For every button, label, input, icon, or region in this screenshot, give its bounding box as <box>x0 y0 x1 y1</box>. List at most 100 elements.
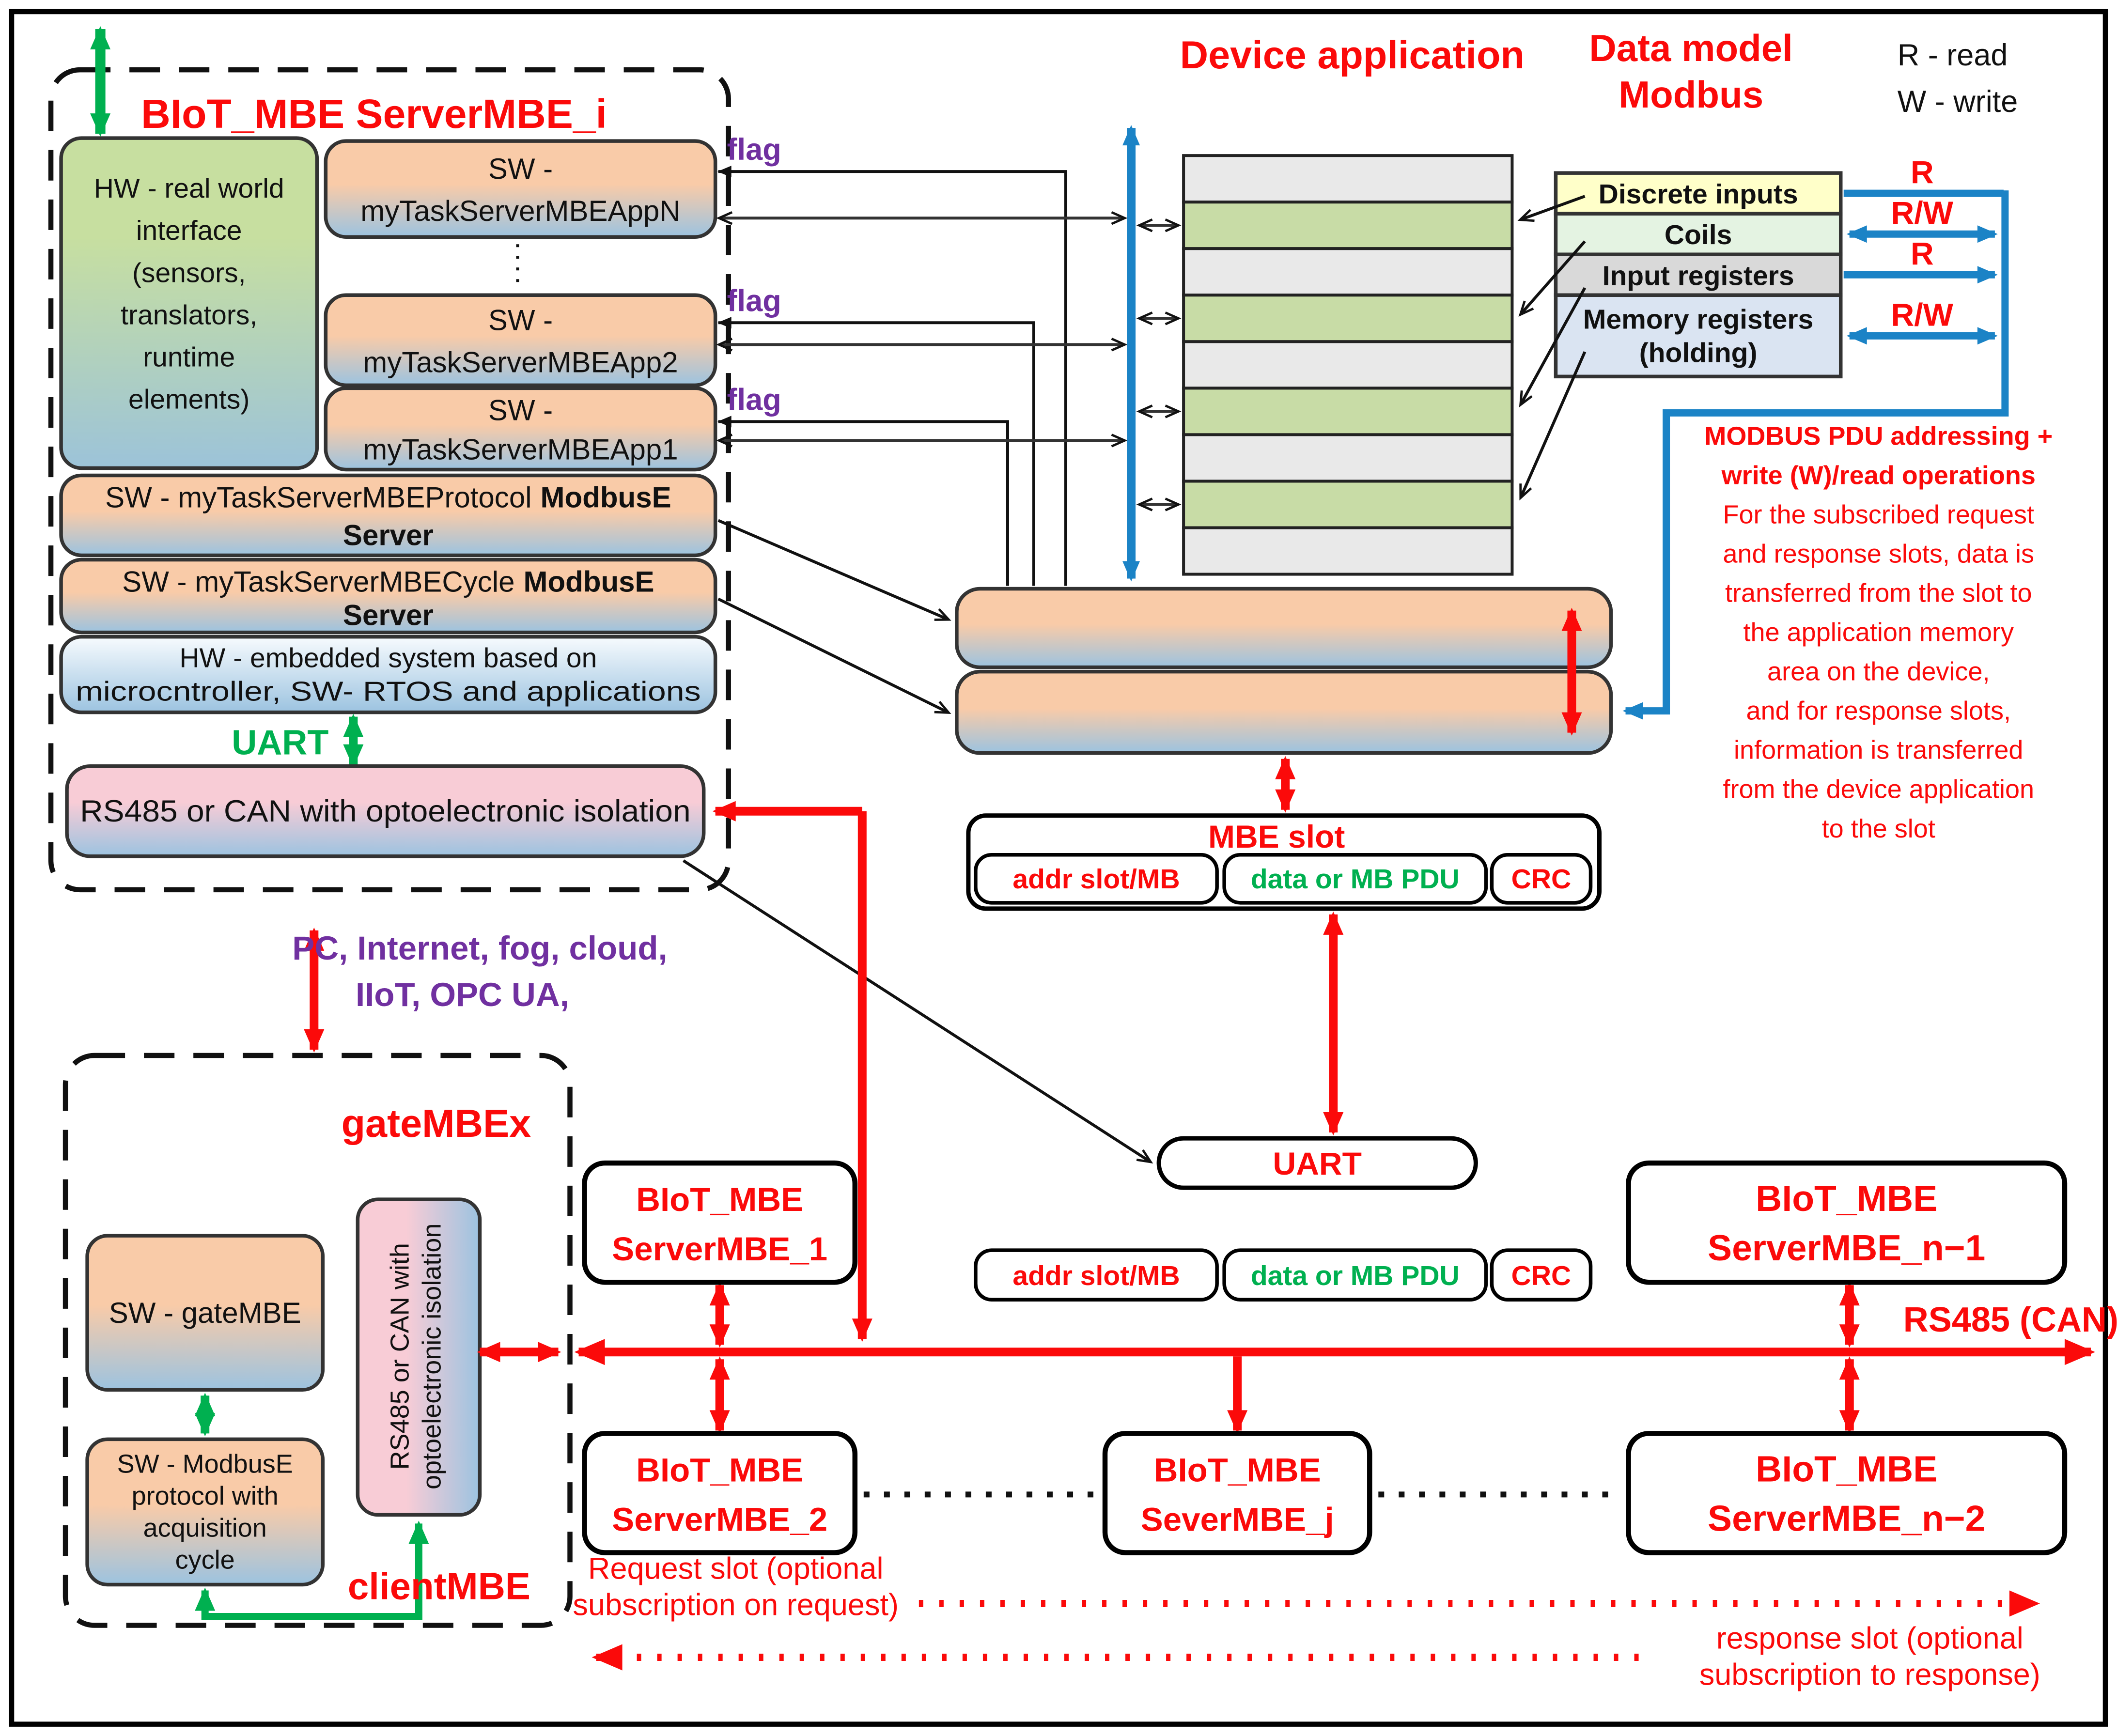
grid-row-arrows <box>1136 218 1182 512</box>
addr-slot-label: addr slot/MB <box>1012 864 1180 895</box>
server-mbe-i-dashed-border <box>48 67 731 893</box>
svg-text:write (W)/read operations: write (W)/read operations <box>1721 461 2036 490</box>
svg-text:protocol with: protocol with <box>132 1481 279 1510</box>
modbus-pdu-note: MODBUS PDU addressing + write (W)/read o… <box>1704 421 2053 843</box>
gatembex-dashed-border <box>62 1053 573 1628</box>
device-app-row <box>1182 247 1514 297</box>
server-mbe-2-line1: BIoT_MBE <box>636 1451 803 1488</box>
server-mbe-n2-line1: BIoT_MBE <box>1756 1448 1937 1489</box>
data-pdu-field <box>1222 853 1488 905</box>
response-slot-note-line1: response slot (optional <box>1716 1622 2024 1656</box>
svg-text:runtime: runtime <box>143 341 235 372</box>
app-2-line2: myTaskServerMBEApp2 <box>363 346 678 378</box>
cloud-label-line2: IIoT, OPC UA, <box>356 976 569 1013</box>
rs485-to-uart-arrow <box>683 859 1153 1164</box>
data-pdu-label: data or MB PDU <box>1251 864 1460 895</box>
client-loop-arrow <box>195 1520 429 1621</box>
device-app-row <box>1182 433 1514 483</box>
op-rw-memory: R/W <box>1891 296 1954 332</box>
mbe-slot-title: MBE slot <box>1208 819 1345 854</box>
protocol-to-slot-arrow <box>717 519 951 621</box>
svg-text:HW - real world: HW - real world <box>94 173 284 204</box>
addr-slot-label-2: addr slot/MB <box>1012 1260 1180 1291</box>
device-app-grid <box>1182 154 1514 576</box>
server-mbe-1-box <box>582 1160 858 1285</box>
server-mbe-j-box <box>1102 1431 1372 1555</box>
gate-rs485-label-line2: optoelectronic isolation <box>417 1224 446 1489</box>
device-app-row <box>1182 154 1514 204</box>
svg-text:acquisition: acquisition <box>143 1513 267 1542</box>
device-app-row <box>1182 201 1514 250</box>
flag-line-app-2 <box>717 317 1035 586</box>
crc-label: CRC <box>1511 864 1572 895</box>
input-registers-label: Input registers <box>1603 260 1794 291</box>
hw-real-world-box <box>59 136 319 470</box>
app-1-line1: SW - <box>488 394 553 426</box>
server-mbe-n2-line2: ServerMBE_n−2 <box>1708 1498 1985 1538</box>
coils-row <box>1554 212 1843 256</box>
embedded-line1: HW - embedded system based on <box>179 643 597 674</box>
server-mbe-n1-line2: ServerMBE_n−1 <box>1708 1227 1985 1268</box>
sw-gatembe-box <box>85 1234 325 1392</box>
coils-label: Coils <box>1665 219 1732 250</box>
svg-text:(sensors,: (sensors, <box>132 257 246 288</box>
legend-read: R - read <box>1898 38 2008 72</box>
data-model-title-line1: Data model <box>1589 27 1793 69</box>
hw-real-world-text: HW - real world interface (sensors, tran… <box>94 173 284 415</box>
server-mbe-2-line2: ServerMBE_2 <box>612 1501 827 1538</box>
svg-text:and for response slots,: and for response slots, <box>1746 697 2011 726</box>
svg-text:translators,: translators, <box>121 299 257 330</box>
server-mbe-n1-box <box>1626 1160 2068 1285</box>
embedded-line2: microcntroller, SW- RTOS and application… <box>76 676 701 707</box>
protocol-task-line2: Server <box>343 519 434 552</box>
modbus-access-arrows <box>1622 189 2009 720</box>
gatembex-container: PC, Internet, fog, cloud, IIoT, OPC UA, … <box>62 927 668 1628</box>
uart-mid-box <box>1156 1136 1478 1190</box>
device-app-row <box>1182 480 1514 529</box>
legend-write: W - write <box>1898 85 2018 119</box>
svg-text:MODBUS PDU addressing +: MODBUS PDU addressing + <box>1704 421 2053 450</box>
node-bus-arrows <box>709 1282 1860 1434</box>
memory-registers-row <box>1554 293 1843 379</box>
cycle-task-line2: Server <box>343 599 434 632</box>
data-pdu-field-2 <box>1222 1248 1488 1302</box>
model-to-grid-arrows <box>1517 195 1587 501</box>
op-rw-coils: R/W <box>1891 195 1954 231</box>
device-application-title: Device application <box>1180 33 1525 77</box>
flag-label-1: flag <box>727 133 781 167</box>
svg-text:from the device application: from the device application <box>1723 775 2034 804</box>
device-app-row <box>1182 340 1514 390</box>
app-n-box <box>324 139 717 239</box>
server-mbe-j-line2: SeverMBE_j <box>1141 1501 1334 1538</box>
gatembex-title: gateMBEx <box>342 1102 531 1146</box>
app-2-line1: SW - <box>488 304 553 336</box>
data-pdu-label-2: data or MB PDU <box>1251 1260 1460 1291</box>
server-mbe-1-line2: ServerMBE_1 <box>612 1230 827 1268</box>
svg-text:elements): elements) <box>128 384 249 415</box>
response-slot-box <box>955 669 1613 755</box>
crc-label-2: CRC <box>1511 1260 1572 1291</box>
app-2-box <box>324 293 717 388</box>
addr-slot-field <box>974 853 1219 905</box>
memory-registers-label1: Memory registers <box>1583 304 1813 335</box>
server-mbe-i-title: BIoT_MBE ServerMBE_i <box>141 91 607 137</box>
embedded-system-box <box>59 635 717 714</box>
rs485-can-label: RS485 (CAN) <box>1903 1301 2117 1339</box>
device-app-row <box>1182 526 1514 576</box>
app-memory-arrows <box>716 211 1128 448</box>
svg-text:and response slots, data is: and response slots, data is <box>1723 540 2034 569</box>
device-app-row <box>1182 294 1514 343</box>
app-1-box <box>324 386 717 472</box>
server-mbe-i-container: BIoT_MBE ServerMBE_i HW - real world int… <box>48 26 731 893</box>
discrete-inputs-label: Discrete inputs <box>1599 179 1798 210</box>
cloud-label-line1: PC, Internet, fog, cloud, <box>292 930 668 967</box>
request-slot-note-line1: Request slot (optional <box>588 1551 884 1585</box>
app-n-line1: SW - <box>488 153 553 185</box>
app-n-line2: myTaskServerMBEAppN <box>360 195 680 227</box>
gate-rs485-label-line1: RS485 or CAN with <box>385 1243 414 1470</box>
data-model-title-line2: Modbus <box>1619 73 1763 116</box>
flag-connectors <box>717 166 1068 586</box>
